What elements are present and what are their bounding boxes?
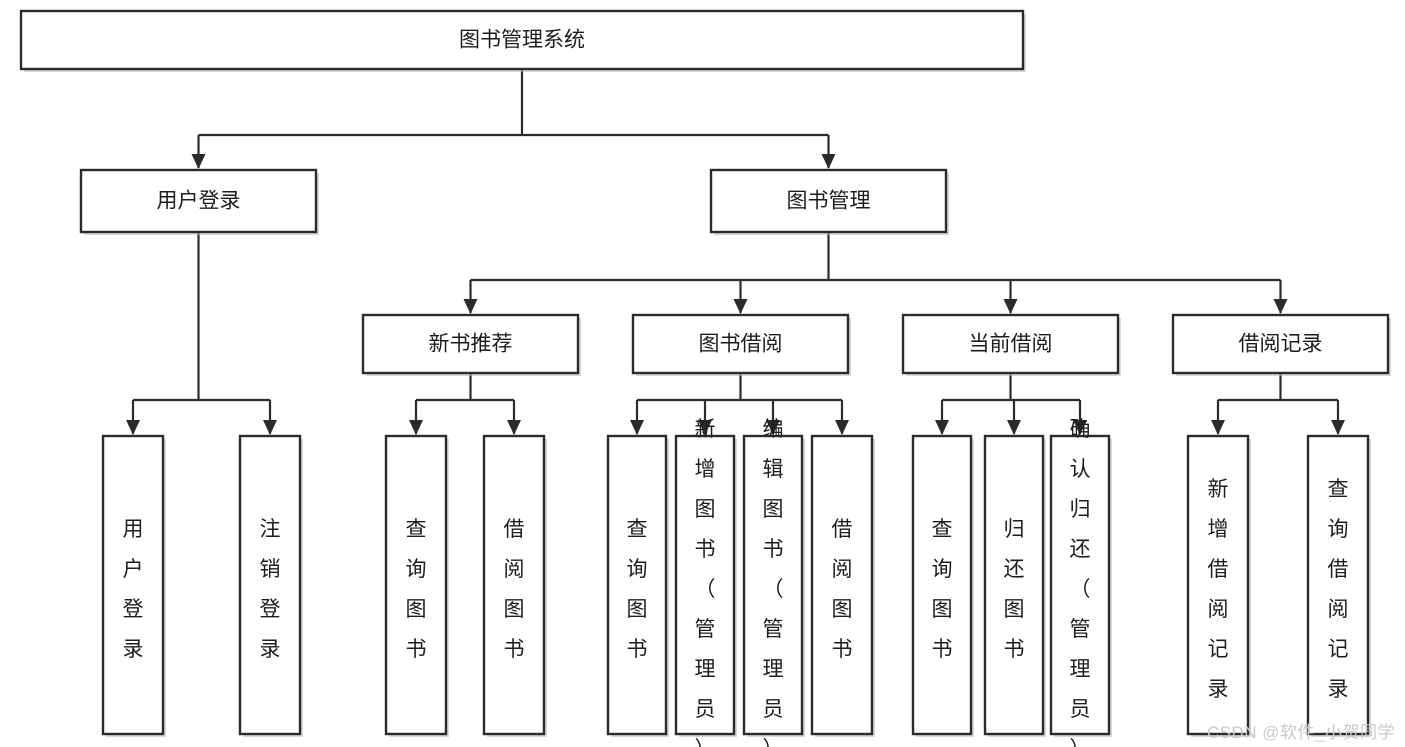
node-leaf-查询图书-4[interactable]: 查询图书 [606, 434, 669, 737]
node-border [19, 9, 1025, 71]
arrow-head-icon [1273, 299, 1288, 314]
node-border [1171, 313, 1390, 375]
node-label-vertical: 查询图书 [932, 518, 953, 661]
node-label-vertical: 查询借阅记录 [1328, 478, 1349, 701]
node-leaf-注销登录-1[interactable]: 注销登录 [238, 434, 303, 737]
node-leaf-编辑图书管理员-6[interactable]: 编辑图书（管理员） [742, 418, 805, 747]
arrow-head-icon [1331, 420, 1345, 435]
arrow-head-icon [507, 420, 521, 435]
node-border [901, 313, 1120, 375]
node-leaf-查询图书-8[interactable]: 查询图书 [911, 434, 974, 737]
node-border [482, 434, 546, 736]
node-label-vertical: 查询图书 [627, 518, 648, 661]
node-border [79, 168, 318, 234]
node-leaf-借阅图书-3[interactable]: 借阅图书 [482, 434, 547, 737]
arrow-head-icon [766, 420, 780, 435]
connector-book-mgmt-to-level3 [463, 232, 1288, 314]
node-border [361, 313, 580, 375]
node-border [606, 434, 668, 736]
node-border [101, 434, 165, 736]
connector-login-to-leaves [126, 232, 277, 435]
node-leaf-用户登录-0[interactable]: 用户登录 [101, 434, 166, 737]
node-border [384, 434, 448, 736]
arrow-head-icon [463, 299, 478, 314]
arrow-head-icon [1007, 420, 1021, 435]
arrow-head-icon [1211, 420, 1225, 435]
arrow-head-icon [263, 420, 277, 435]
arrow-head-icon [821, 154, 836, 169]
node-border [983, 434, 1045, 736]
node-border [911, 434, 973, 736]
node-label-vertical: 用户登录 [123, 518, 144, 661]
node-border [631, 313, 850, 375]
node-label-vertical: 借阅图书 [832, 518, 853, 661]
arrow-head-icon [835, 420, 849, 435]
connector-newbook-to-leaves [409, 373, 521, 435]
node-border [1049, 434, 1111, 736]
node-level3-新书推荐-0[interactable]: 新书推荐 [361, 313, 581, 376]
node-border [1186, 434, 1250, 736]
node-label: 新书推荐 [429, 333, 513, 356]
connector-record-to-leaves [1211, 373, 1345, 435]
node-label: 借阅记录 [1239, 333, 1323, 356]
node-leaf-新增图书管理员-5[interactable]: 新增图书（管理员） [674, 418, 737, 747]
node-layer: 图书管理系统用户登录图书管理新书推荐图书借阅当前借阅借阅记录用户登录注销登录查询… [19, 9, 1391, 747]
node-label-vertical: 新增图书（管理员） [695, 418, 716, 747]
node-level3-当前借阅-2[interactable]: 当前借阅 [901, 313, 1121, 376]
node-label-vertical: 确认归还（管理员） [1070, 418, 1091, 747]
node-leaf-借阅图书-7[interactable]: 借阅图书 [810, 434, 875, 737]
node-leaf-确认归还管理员-10[interactable]: 确认归还（管理员） [1049, 418, 1112, 747]
node-leaf-查询图书-2[interactable]: 查询图书 [384, 434, 449, 737]
arrow-head-icon [630, 420, 644, 435]
node-level3-借阅记录-3[interactable]: 借阅记录 [1171, 313, 1391, 376]
node-label: 图书借阅 [699, 333, 783, 356]
node-leaf-新增借阅记录-11[interactable]: 新增借阅记录 [1186, 434, 1251, 737]
node-label-vertical: 新增借阅记录 [1208, 478, 1229, 701]
node-label-vertical: 借阅图书 [504, 518, 525, 661]
node-leaf-查询借阅记录-12[interactable]: 查询借阅记录 [1306, 434, 1371, 737]
arrow-head-icon [698, 420, 712, 435]
arrow-head-icon [191, 154, 206, 169]
node-leaf-归还图书-9[interactable]: 归还图书 [983, 434, 1046, 737]
arrow-head-icon [409, 420, 423, 435]
node-level2-用户登录-0[interactable]: 用户登录 [79, 168, 319, 235]
node-root-图书管理系统[interactable]: 图书管理系统 [19, 9, 1026, 72]
arrow-head-icon [126, 420, 140, 435]
node-label: 当前借阅 [969, 333, 1053, 356]
arrow-head-icon [935, 420, 949, 435]
node-border [742, 434, 804, 736]
node-border [810, 434, 874, 736]
node-border [1306, 434, 1370, 736]
connector-current-to-leaves [935, 373, 1087, 435]
node-label-vertical: 查询图书 [406, 518, 427, 661]
node-label-vertical: 归还图书 [1004, 518, 1025, 661]
node-border [709, 168, 948, 234]
connector-layer [126, 69, 1345, 435]
node-level2-图书管理-1[interactable]: 图书管理 [709, 168, 949, 235]
arrow-head-icon [733, 299, 748, 314]
node-label: 图书管理系统 [459, 29, 585, 52]
node-border [238, 434, 302, 736]
connector-borrow-to-leaves [630, 373, 849, 435]
node-label: 用户登录 [157, 190, 241, 213]
connector-root-to-level2 [191, 69, 836, 169]
node-label-vertical: 编辑图书（管理员） [763, 418, 784, 747]
node-border [674, 434, 736, 736]
node-label: 图书管理 [787, 190, 871, 213]
node-label-vertical: 注销登录 [260, 518, 281, 661]
node-level3-图书借阅-1[interactable]: 图书借阅 [631, 313, 851, 376]
arrow-head-icon [1003, 299, 1018, 314]
arrow-head-icon [1073, 420, 1087, 435]
